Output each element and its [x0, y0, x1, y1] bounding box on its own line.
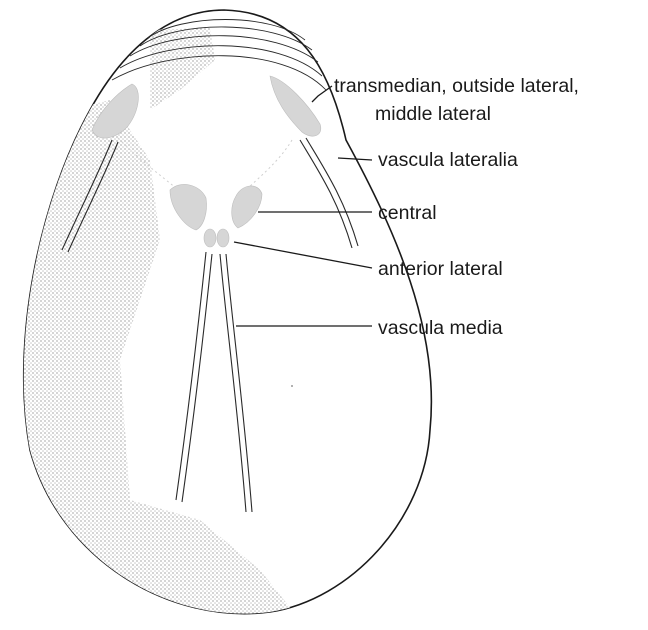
vascula-media-right-a	[220, 254, 246, 512]
vascula-media-right-b	[226, 254, 252, 512]
central-scar-left	[170, 184, 207, 230]
growth-line-5	[112, 56, 326, 90]
label-anterior-lateral: anterior lateral	[378, 258, 503, 280]
vascula-media-left-b	[182, 254, 212, 502]
label-vascula-lateralia: vascula lateralia	[378, 149, 518, 171]
label-central: central	[378, 202, 437, 224]
vascula-lateralia-right-a	[300, 140, 352, 248]
vascula-media-left-a	[176, 252, 206, 500]
anterior-lateral-scar-right	[217, 229, 229, 247]
label-transmedian-line1: transmedian, outside lateral,	[334, 75, 579, 97]
label-transmedian-line2: middle lateral	[375, 103, 491, 125]
labels: transmedian, outside lateral, middle lat…	[334, 75, 579, 339]
label-vascula-media: vascula media	[378, 317, 503, 339]
leader-transmedian	[312, 86, 332, 102]
central-scar-right	[232, 186, 262, 228]
vascula-lateralia-right-b	[306, 138, 358, 246]
transmedian-scar-right	[270, 76, 321, 136]
shell	[0, 10, 431, 630]
stippled-shading	[0, 28, 300, 630]
anterior-lateral-scar-left	[204, 229, 216, 247]
